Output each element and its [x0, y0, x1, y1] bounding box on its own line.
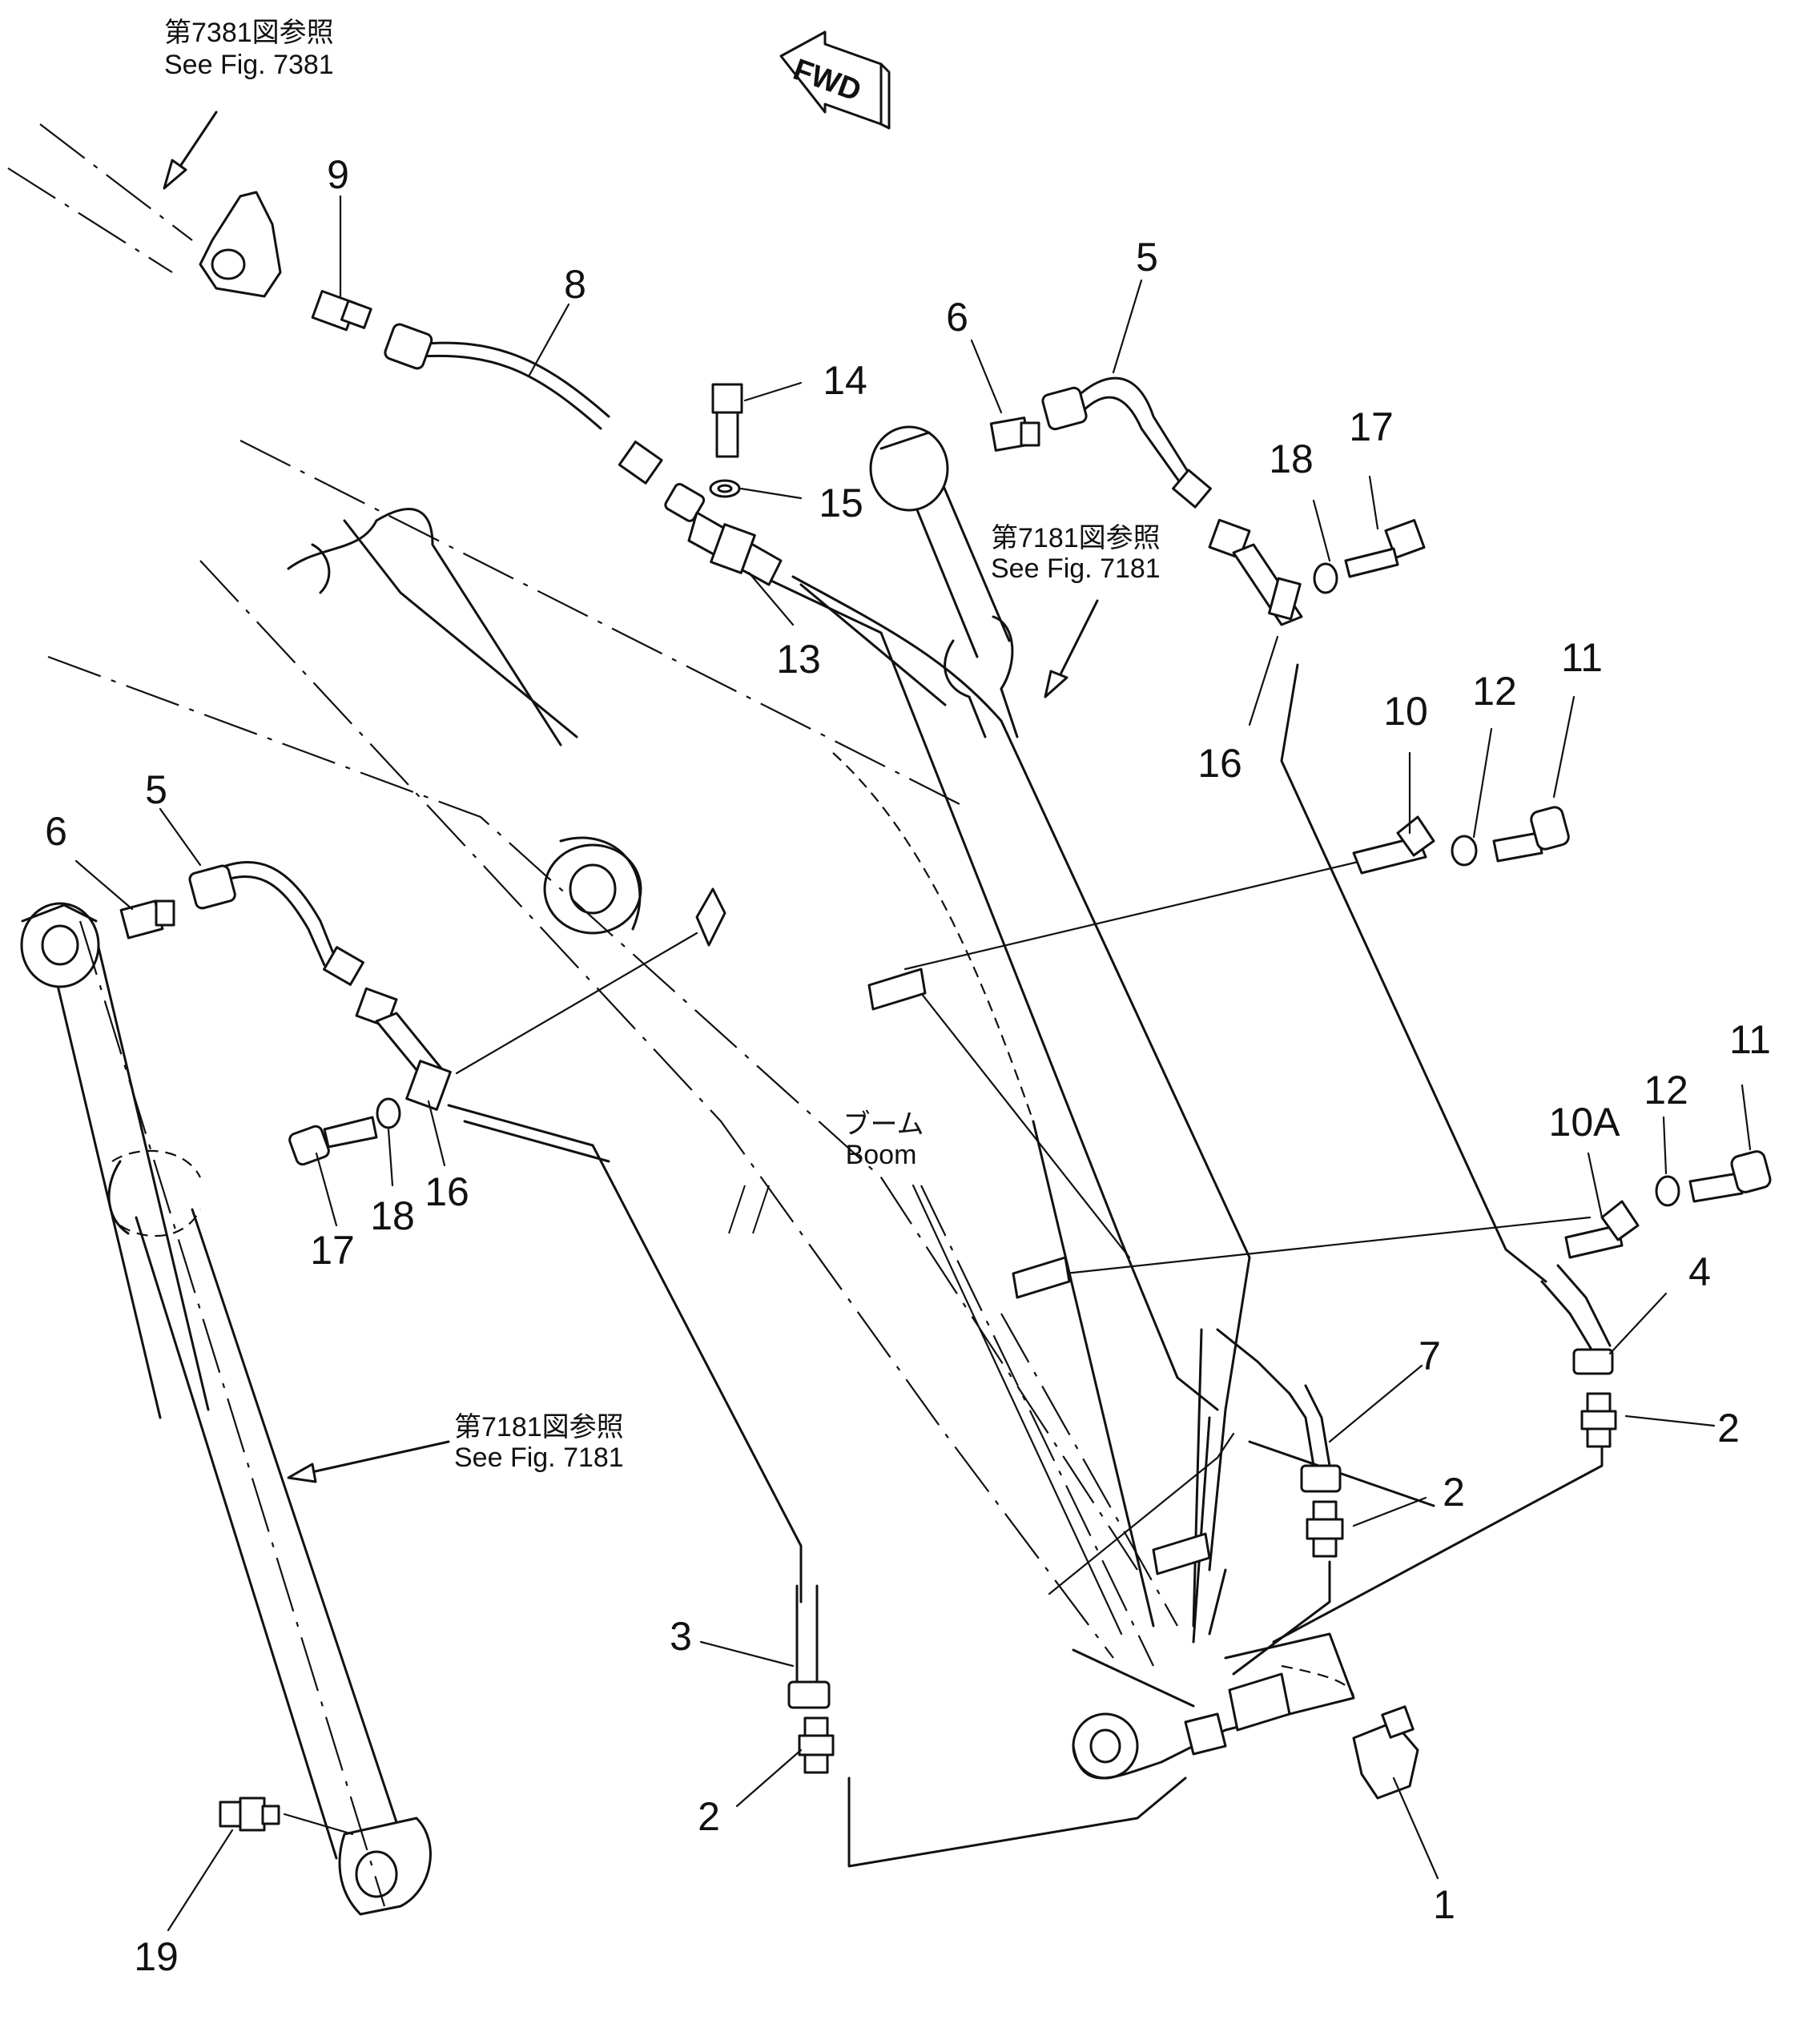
reference-labels: 第7381図参照 See Fig. 7381 第7181図参照 See Fig.…	[164, 18, 1161, 1473]
part-10-bracket	[1352, 815, 1435, 875]
part-1-elbow	[1352, 1705, 1419, 1800]
part-2-nipple-c	[798, 1716, 835, 1774]
part-2-nipple-a	[1580, 1392, 1617, 1448]
callout-11-b: 11	[1729, 1017, 1771, 1062]
callout-16-upper: 16	[1197, 741, 1242, 786]
part-5-upper-hose-end	[1041, 386, 1212, 509]
part-18-left-washer	[376, 1097, 401, 1129]
part-5-left-hose-end	[188, 864, 364, 986]
ref-7381-jp: 第7381図参照	[164, 18, 334, 48]
part-9-fitting	[311, 290, 372, 332]
part-4-tube-end	[1540, 1264, 1614, 1375]
part-14-bolt	[709, 383, 743, 498]
part-18-upper-washer	[1313, 562, 1338, 594]
hose-routing	[207, 341, 1604, 1868]
arm-cylinder-head	[199, 191, 282, 298]
callout-10a: 10A	[1549, 1100, 1621, 1145]
callout-11-a: 11	[1561, 635, 1603, 680]
callout-15: 15	[819, 481, 863, 525]
callout-12-a: 12	[1472, 669, 1517, 714]
callout-leaders	[74, 195, 1752, 1932]
part-17-upper-bolt	[1344, 519, 1426, 578]
ref-7181-upper-jp: 第7181図参照	[991, 523, 1161, 553]
clamp-mid-1	[695, 887, 726, 947]
callout-2-c: 2	[698, 1794, 720, 1839]
callout-2-a: 2	[1717, 1406, 1740, 1451]
callout-12-b: 12	[1644, 1068, 1688, 1113]
callout-2-b: 2	[1443, 1470, 1465, 1515]
forward-direction-arrow: FWD	[779, 30, 891, 130]
boom-label-jp: ブーム	[843, 1109, 924, 1140]
part-7-tube-end	[1288, 1384, 1342, 1493]
part-13-clamp	[664, 482, 783, 586]
callout-7: 7	[1419, 1334, 1441, 1378]
callout-4: 4	[1688, 1249, 1711, 1294]
ref-7181-upper-en: See Fig. 7181	[991, 553, 1161, 584]
part-8-hose-end	[384, 323, 663, 485]
reference-arrows	[163, 111, 1123, 1636]
clamp-mid-4	[1152, 1532, 1211, 1575]
callout-1: 1	[1433, 1882, 1455, 1927]
part-17-left-bolt	[288, 1116, 378, 1166]
part-10a-bracket	[1564, 1200, 1640, 1259]
part-6-upper-fitting	[989, 416, 1040, 452]
part-12-washer-b	[1655, 1175, 1680, 1207]
part-16-left-clamp	[355, 987, 452, 1111]
callout-17-left: 17	[310, 1228, 355, 1273]
ref-7181-left-en: See Fig. 7181	[454, 1442, 624, 1473]
clamp-mid-2	[867, 968, 927, 1011]
callout-9: 9	[327, 152, 349, 197]
part-3-tube-end	[787, 1584, 831, 1709]
callout-5-upper: 5	[1136, 235, 1158, 280]
valve-block	[1184, 1672, 1291, 1756]
callout-6-left: 6	[45, 809, 67, 854]
part-11-bolt-b	[1688, 1150, 1772, 1203]
callout-14: 14	[823, 358, 867, 403]
boom-cylinder-right	[869, 425, 1019, 738]
boom-cylinder-left	[20, 902, 432, 1916]
clamp-mid-3	[1012, 1256, 1071, 1299]
part-19-grease-fitting	[219, 1797, 280, 1832]
callout-19: 19	[134, 1934, 179, 1979]
callout-3: 3	[670, 1614, 692, 1659]
part-6-left-fitting	[119, 899, 175, 940]
part-12-washer-a	[1451, 835, 1478, 867]
part-number-labels: 9 8 14 15 13 6 5 18 17 16 10 12 11 5 6 1…	[45, 152, 1771, 1979]
callout-6-upper: 6	[946, 295, 968, 340]
callout-17-upper: 17	[1349, 404, 1394, 449]
callout-13: 13	[776, 637, 821, 682]
part-2-nipple-b	[1306, 1500, 1344, 1558]
boom-outline	[7, 123, 1355, 1780]
part-16-upper-clamp	[1208, 518, 1303, 626]
boom-label-en: Boom	[846, 1140, 917, 1170]
callout-8: 8	[564, 262, 586, 307]
part-11-bolt-a	[1492, 806, 1570, 863]
callout-18-upper: 18	[1269, 437, 1314, 481]
callout-16-left: 16	[425, 1169, 469, 1214]
callout-18-left: 18	[370, 1193, 415, 1238]
callout-10: 10	[1383, 689, 1428, 734]
callout-5-left: 5	[145, 767, 167, 812]
ref-7181-left-jp: 第7181図参照	[454, 1412, 624, 1442]
ref-7381-en: See Fig. 7381	[164, 50, 334, 80]
